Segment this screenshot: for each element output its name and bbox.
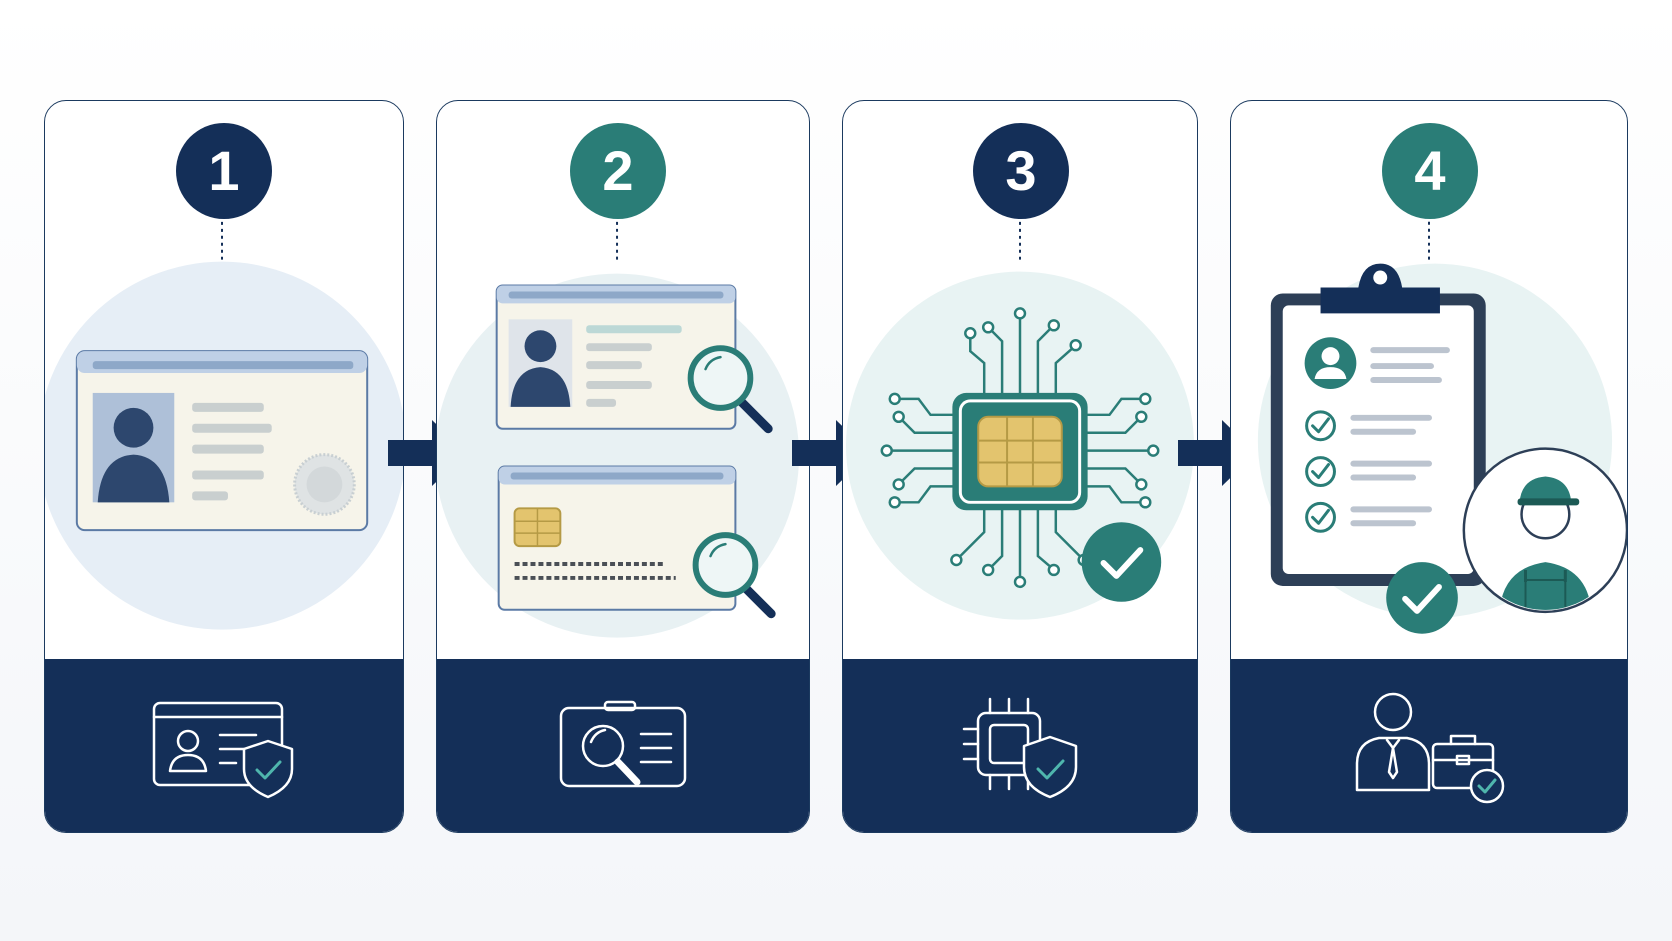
step-panel-3: 3: [842, 100, 1198, 833]
id-card-illustration: [45, 221, 403, 630]
id-card-inspection-illustration: [437, 221, 799, 638]
step-number-badge: 2: [570, 123, 666, 219]
step-panel-4: 4: [1230, 100, 1628, 833]
smart-chip-illustration: [845, 221, 1195, 620]
step-footer: [437, 659, 809, 832]
step-panel-2: 2: [436, 100, 810, 833]
id-card-shield-icon: [152, 701, 294, 798]
step-footer: [1231, 659, 1627, 832]
step-number-badge: 3: [973, 123, 1069, 219]
step-footer: [843, 659, 1197, 832]
worker-briefcase-check-icon: [1355, 692, 1505, 803]
step-panel-1: 1: [44, 100, 404, 833]
checklist-worker-illustration: [1257, 221, 1627, 634]
step-number-badge: 1: [176, 123, 272, 219]
id-card-magnifier-icon: [559, 700, 687, 787]
step-number-badge: 4: [1382, 123, 1478, 219]
chip-shield-icon: [962, 697, 1078, 798]
step-footer: [45, 659, 403, 832]
